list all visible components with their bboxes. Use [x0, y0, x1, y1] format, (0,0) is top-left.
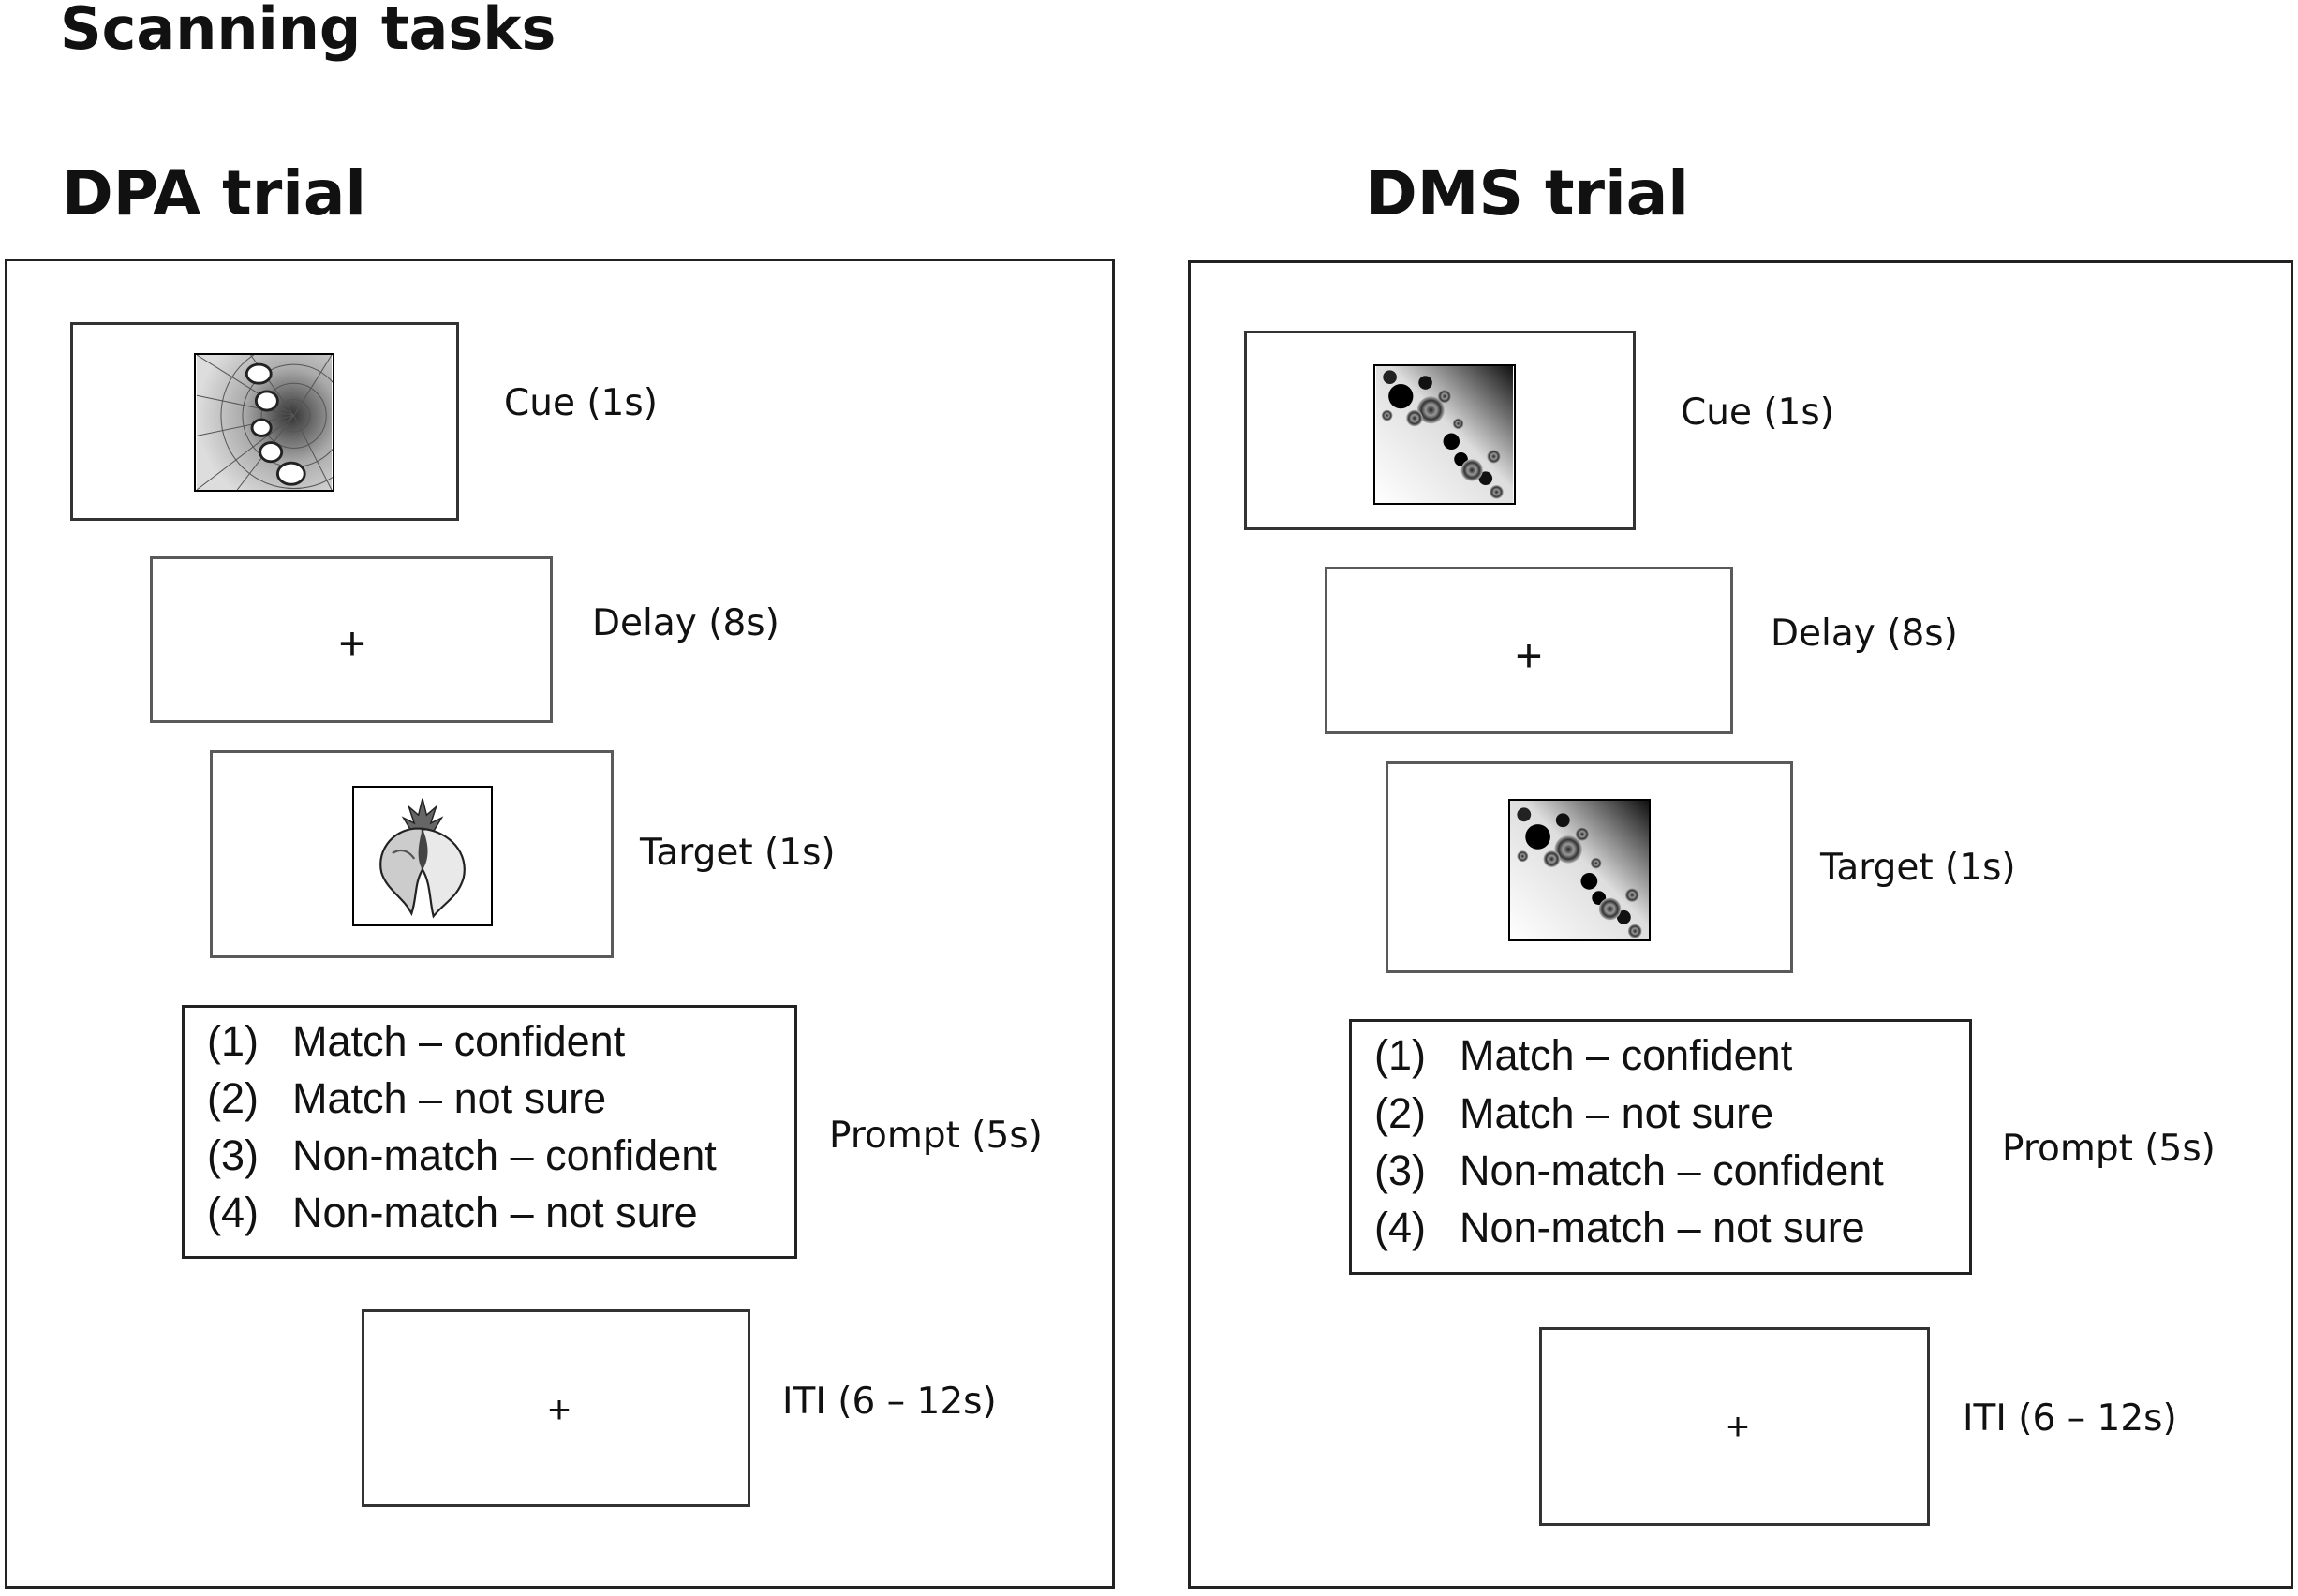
dms-delay-label: Delay (8s) — [1771, 613, 1958, 655]
dms-iti-label: ITI (6 – 12s) — [1963, 1397, 2177, 1440]
dms-target-label: Target (1s) — [1820, 847, 2016, 889]
dms-cue-label: Cue (1s) — [1681, 392, 1834, 434]
shell-image — [354, 788, 491, 924]
fractal-bubbles-pattern — [1510, 801, 1649, 939]
dms-cue-fractal-image — [1373, 364, 1516, 505]
dpa-delay-screen: + — [150, 556, 553, 723]
dpa-iti-screen: + — [362, 1309, 750, 1507]
dpa-target-screen — [210, 750, 614, 958]
dpa-target-label: Target (1s) — [640, 832, 836, 874]
dms-iti-screen: + — [1539, 1327, 1930, 1526]
dms-prompt-screen: (1) Match – confident (2) Match – not su… — [1349, 1019, 1972, 1275]
dpa-cue-fractal-image — [194, 353, 334, 492]
dms-trial-panel — [1188, 260, 2293, 1589]
dpa-target-shell-image — [352, 786, 493, 926]
dpa-prompt-label: Prompt (5s) — [829, 1115, 1043, 1157]
dms-target-screen — [1386, 761, 1793, 973]
dms-cue-screen — [1244, 331, 1636, 530]
fixation-cross: + — [1515, 629, 1543, 682]
page-title: Scanning tasks — [60, 0, 556, 63]
dms-prompt-label: Prompt (5s) — [2002, 1128, 2216, 1170]
fractal-web-pattern — [196, 355, 333, 490]
dpa-iti-label: ITI (6 – 12s) — [782, 1381, 997, 1423]
dpa-trial-panel — [5, 259, 1115, 1589]
fractal-bubbles-pattern — [1376, 366, 1513, 503]
dpa-cue-label: Cue (1s) — [504, 382, 658, 424]
dpa-panel-title: DPA trial — [62, 157, 367, 229]
fixation-cross: + — [1726, 1404, 1750, 1448]
dpa-cue-screen — [70, 322, 459, 521]
dms-panel-title: DMS trial — [1366, 157, 1689, 229]
dms-target-fractal-image — [1508, 799, 1651, 941]
fixation-cross: + — [338, 617, 366, 670]
dpa-delay-label: Delay (8s) — [592, 602, 779, 644]
dms-delay-screen: + — [1325, 567, 1733, 734]
fixation-cross: + — [547, 1387, 571, 1431]
dpa-prompt-screen: (1) Match – confident (2) Match – not su… — [182, 1005, 797, 1259]
